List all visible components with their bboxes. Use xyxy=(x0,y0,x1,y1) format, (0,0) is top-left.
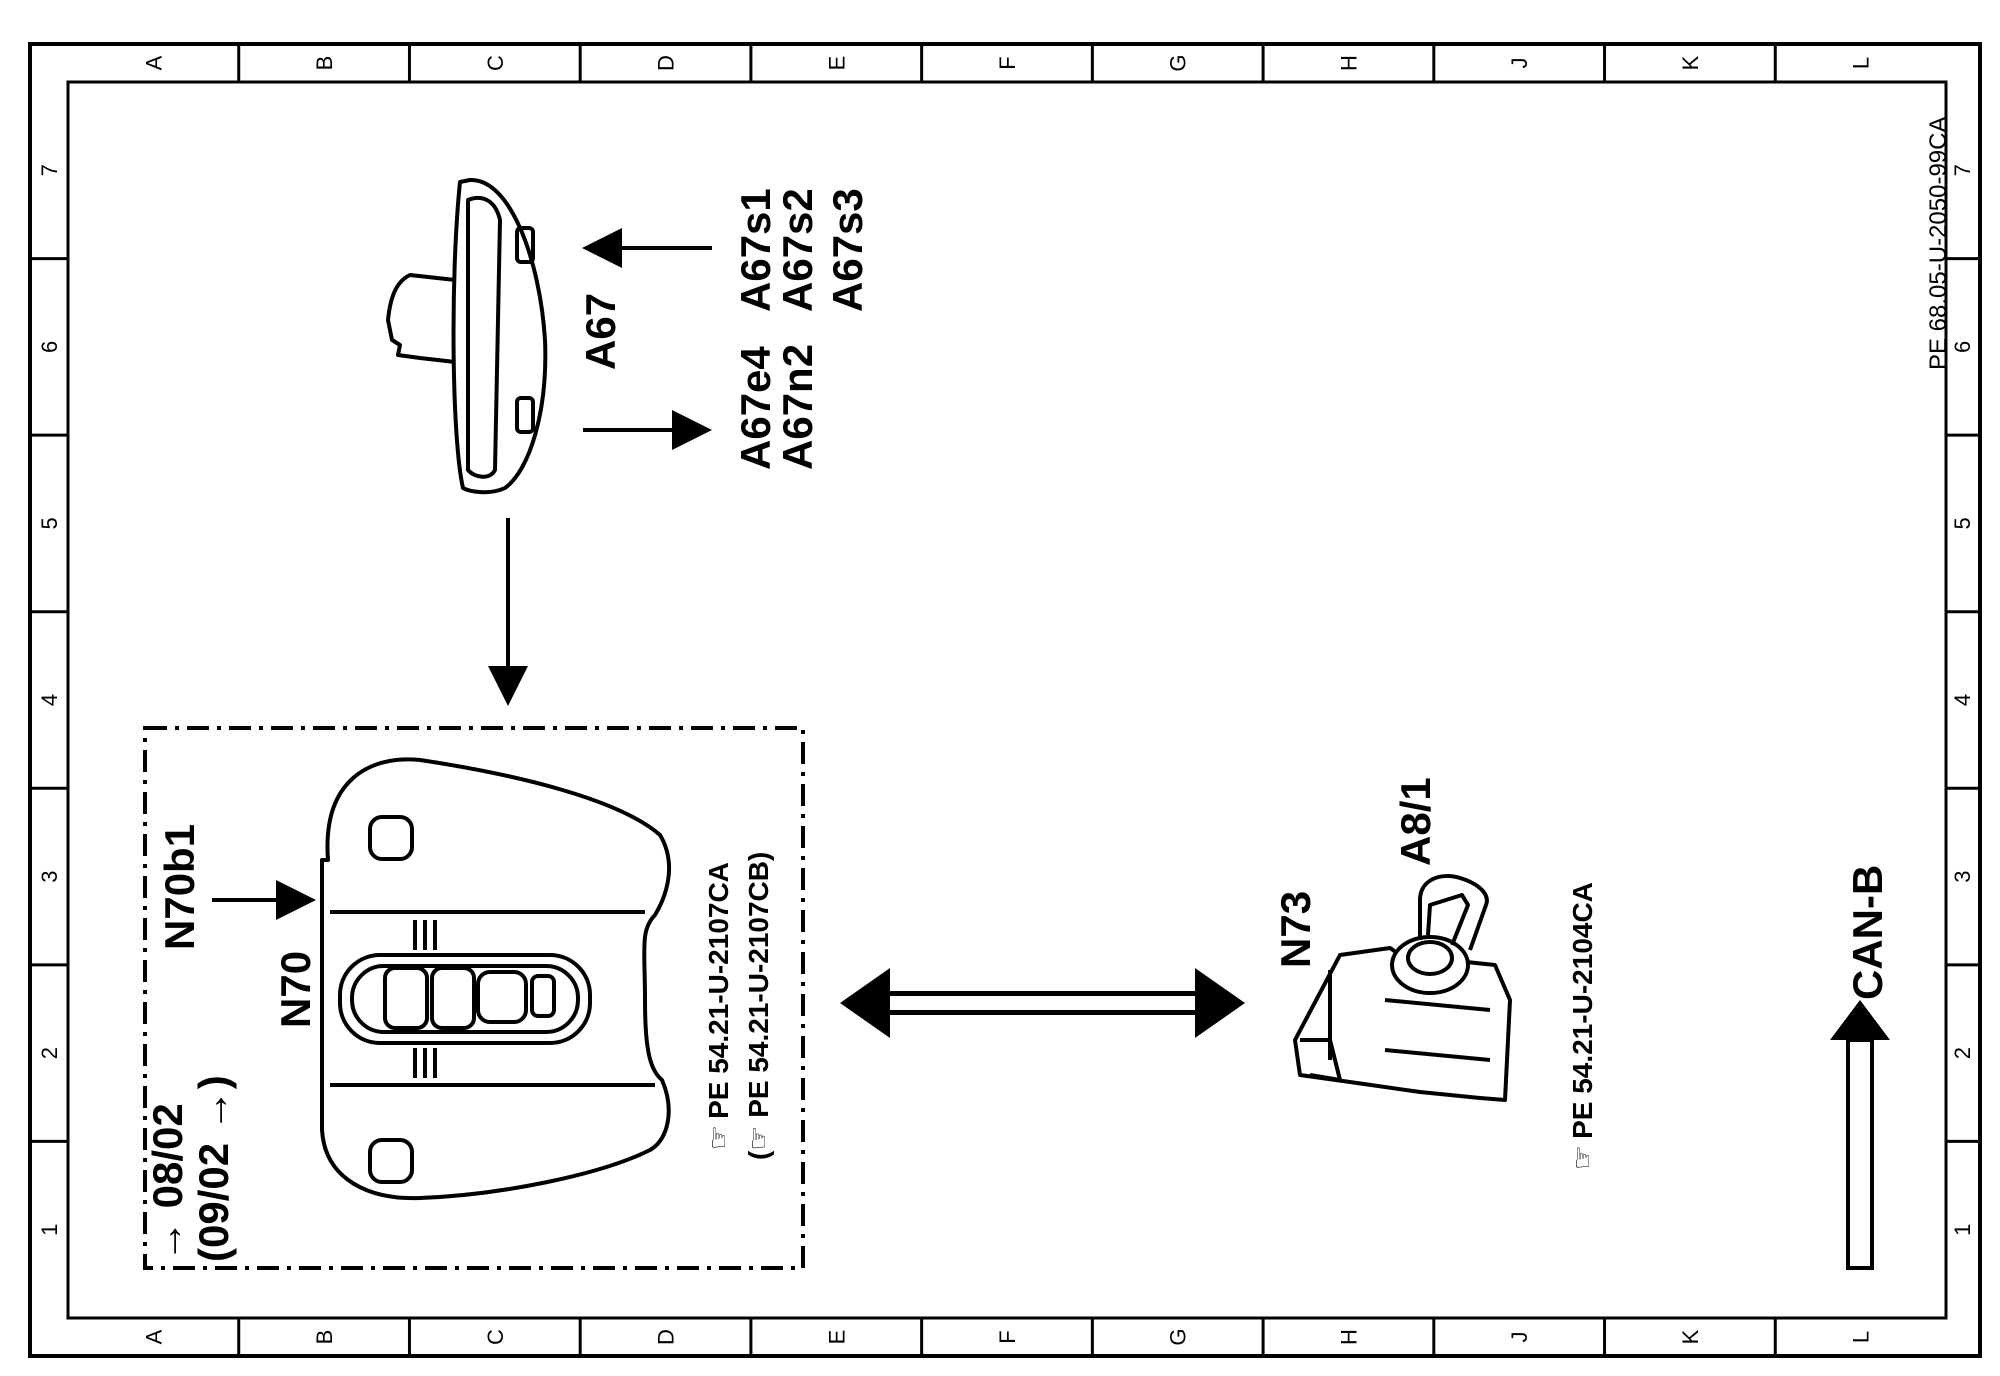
row-label-left: 5 xyxy=(37,517,62,529)
a67s2-label: A67s2 xyxy=(774,188,821,312)
column-label-top: K xyxy=(1678,55,1703,70)
column-label-top: G xyxy=(1166,54,1191,71)
a67s3-label: A67s3 xyxy=(824,188,871,312)
column-label-bottom: L xyxy=(1849,1331,1874,1343)
row-label-right: 2 xyxy=(1950,1047,1975,1059)
column-label-top: C xyxy=(483,55,508,71)
column-label-top: A xyxy=(141,55,166,70)
row-label-right: 6 xyxy=(1950,341,1975,353)
column-label-top: H xyxy=(1336,55,1361,71)
column-label-bottom: G xyxy=(1166,1328,1191,1345)
can-b-label: CAN-B xyxy=(1844,865,1891,1000)
row-labels-right: 1 2 3 4 5 6 7 xyxy=(1950,164,1975,1236)
n70-date-range-1: → 08/02 xyxy=(144,1103,191,1262)
row-label-left: 7 xyxy=(37,164,62,176)
n70b1-label: N70b1 xyxy=(156,824,203,950)
a67s1-label: A67s1 xyxy=(732,188,779,312)
column-label-top: E xyxy=(824,56,849,71)
grid-ticks xyxy=(30,44,1980,1356)
n73-ref: ☞PE 54.21-U-2104CA xyxy=(1567,882,1598,1170)
column-label-top: J xyxy=(1507,58,1532,69)
column-label-bottom: F xyxy=(995,1330,1020,1343)
row-label-left: 3 xyxy=(37,870,62,882)
n70-component xyxy=(320,757,672,1201)
row-label-left: 4 xyxy=(37,694,62,706)
n70-label: N70 xyxy=(272,951,319,1028)
n73-component xyxy=(1293,874,1512,1102)
a67n2-label: A67n2 xyxy=(774,344,821,470)
column-label-top: L xyxy=(1849,57,1874,69)
column-label-bottom: H xyxy=(1336,1329,1361,1345)
a67e4-label: A67e4 xyxy=(732,346,779,470)
n73-label: N73 xyxy=(1272,891,1319,968)
row-label-right: 4 xyxy=(1950,694,1975,706)
can-bus-connection xyxy=(840,968,1245,1038)
column-label-bottom: A xyxy=(141,1329,166,1344)
a8-1-label: A8/1 xyxy=(1392,777,1439,866)
column-label-bottom: B xyxy=(312,1330,337,1345)
a67-component xyxy=(386,177,548,495)
row-label-right: 1 xyxy=(1950,1224,1975,1236)
column-label-top: D xyxy=(654,55,679,71)
row-label-right: 7 xyxy=(1950,164,1975,176)
column-label-top: B xyxy=(312,56,337,71)
pointing-hand-icon: ☞ xyxy=(703,1125,734,1150)
row-label-left: 1 xyxy=(37,1224,62,1236)
doc-number: PE 68.05-U-2050-99CA xyxy=(1925,117,1952,370)
column-label-bottom: C xyxy=(483,1329,508,1345)
row-labels-left: 1 2 3 4 5 6 7 xyxy=(37,164,62,1236)
column-label-top: F xyxy=(995,56,1020,69)
column-label-bottom: J xyxy=(1507,1332,1532,1343)
arrow-head-icon xyxy=(1830,1000,1890,1040)
arrow-icon xyxy=(1846,1038,1874,1270)
row-label-left: 2 xyxy=(37,1047,62,1059)
drawing-frame xyxy=(28,42,1982,1358)
column-label-bottom: E xyxy=(824,1330,849,1345)
row-label-left: 6 xyxy=(37,341,62,353)
n70-date-range-2: (09/02 →) xyxy=(190,1075,237,1262)
column-label-bottom: K xyxy=(1678,1329,1703,1344)
a67-label: A67 xyxy=(577,293,624,370)
n70-ref-1: ☞PE 54.21-U-2107CA xyxy=(703,862,734,1150)
n70-ref-2: (☞ PE 54.21-U-2107CB) xyxy=(743,852,774,1160)
column-label-bottom: D xyxy=(654,1329,679,1345)
pointing-hand-icon: ☞ xyxy=(1567,1145,1598,1170)
n70-variant-box xyxy=(143,726,805,1270)
row-label-right: 5 xyxy=(1950,517,1975,529)
row-label-right: 3 xyxy=(1950,870,1975,882)
